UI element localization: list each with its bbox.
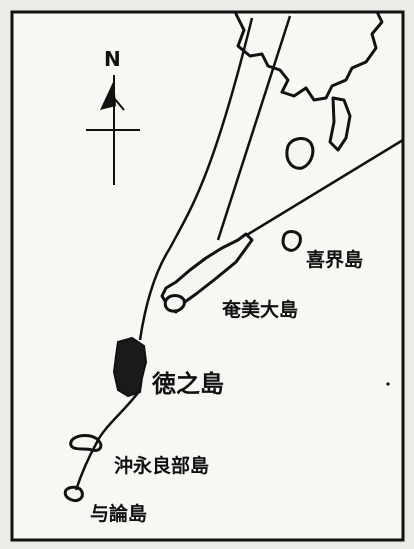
- trajectory-ray-inner: [168, 17, 254, 249]
- tokunoshima-label: 徳之島: [151, 370, 224, 398]
- north-label: N: [104, 47, 121, 71]
- north-arrow-icon: [86, 75, 140, 185]
- print-speck: [386, 382, 390, 386]
- amami-label: 奄美大島: [221, 298, 298, 321]
- yoron-label: 与論島: [90, 502, 147, 525]
- amami-small-islet: [163, 294, 186, 313]
- trajectory-ray-south: [74, 389, 142, 491]
- yoron-island: [63, 485, 84, 502]
- kikai-island: [281, 230, 302, 252]
- trajectory-ray-east: [231, 138, 404, 246]
- kikai-label: 喜界島: [306, 248, 363, 271]
- tokunoshima-island: [112, 336, 148, 398]
- okinoerabu-label: 沖永良部島: [114, 454, 209, 477]
- trajectory-ray-southwest: [138, 247, 172, 341]
- trajectory-ray-north: [216, 15, 292, 241]
- yakushima-island: [285, 137, 315, 170]
- tanegashima-island: [328, 96, 352, 152]
- mainland-coast: [234, 12, 384, 102]
